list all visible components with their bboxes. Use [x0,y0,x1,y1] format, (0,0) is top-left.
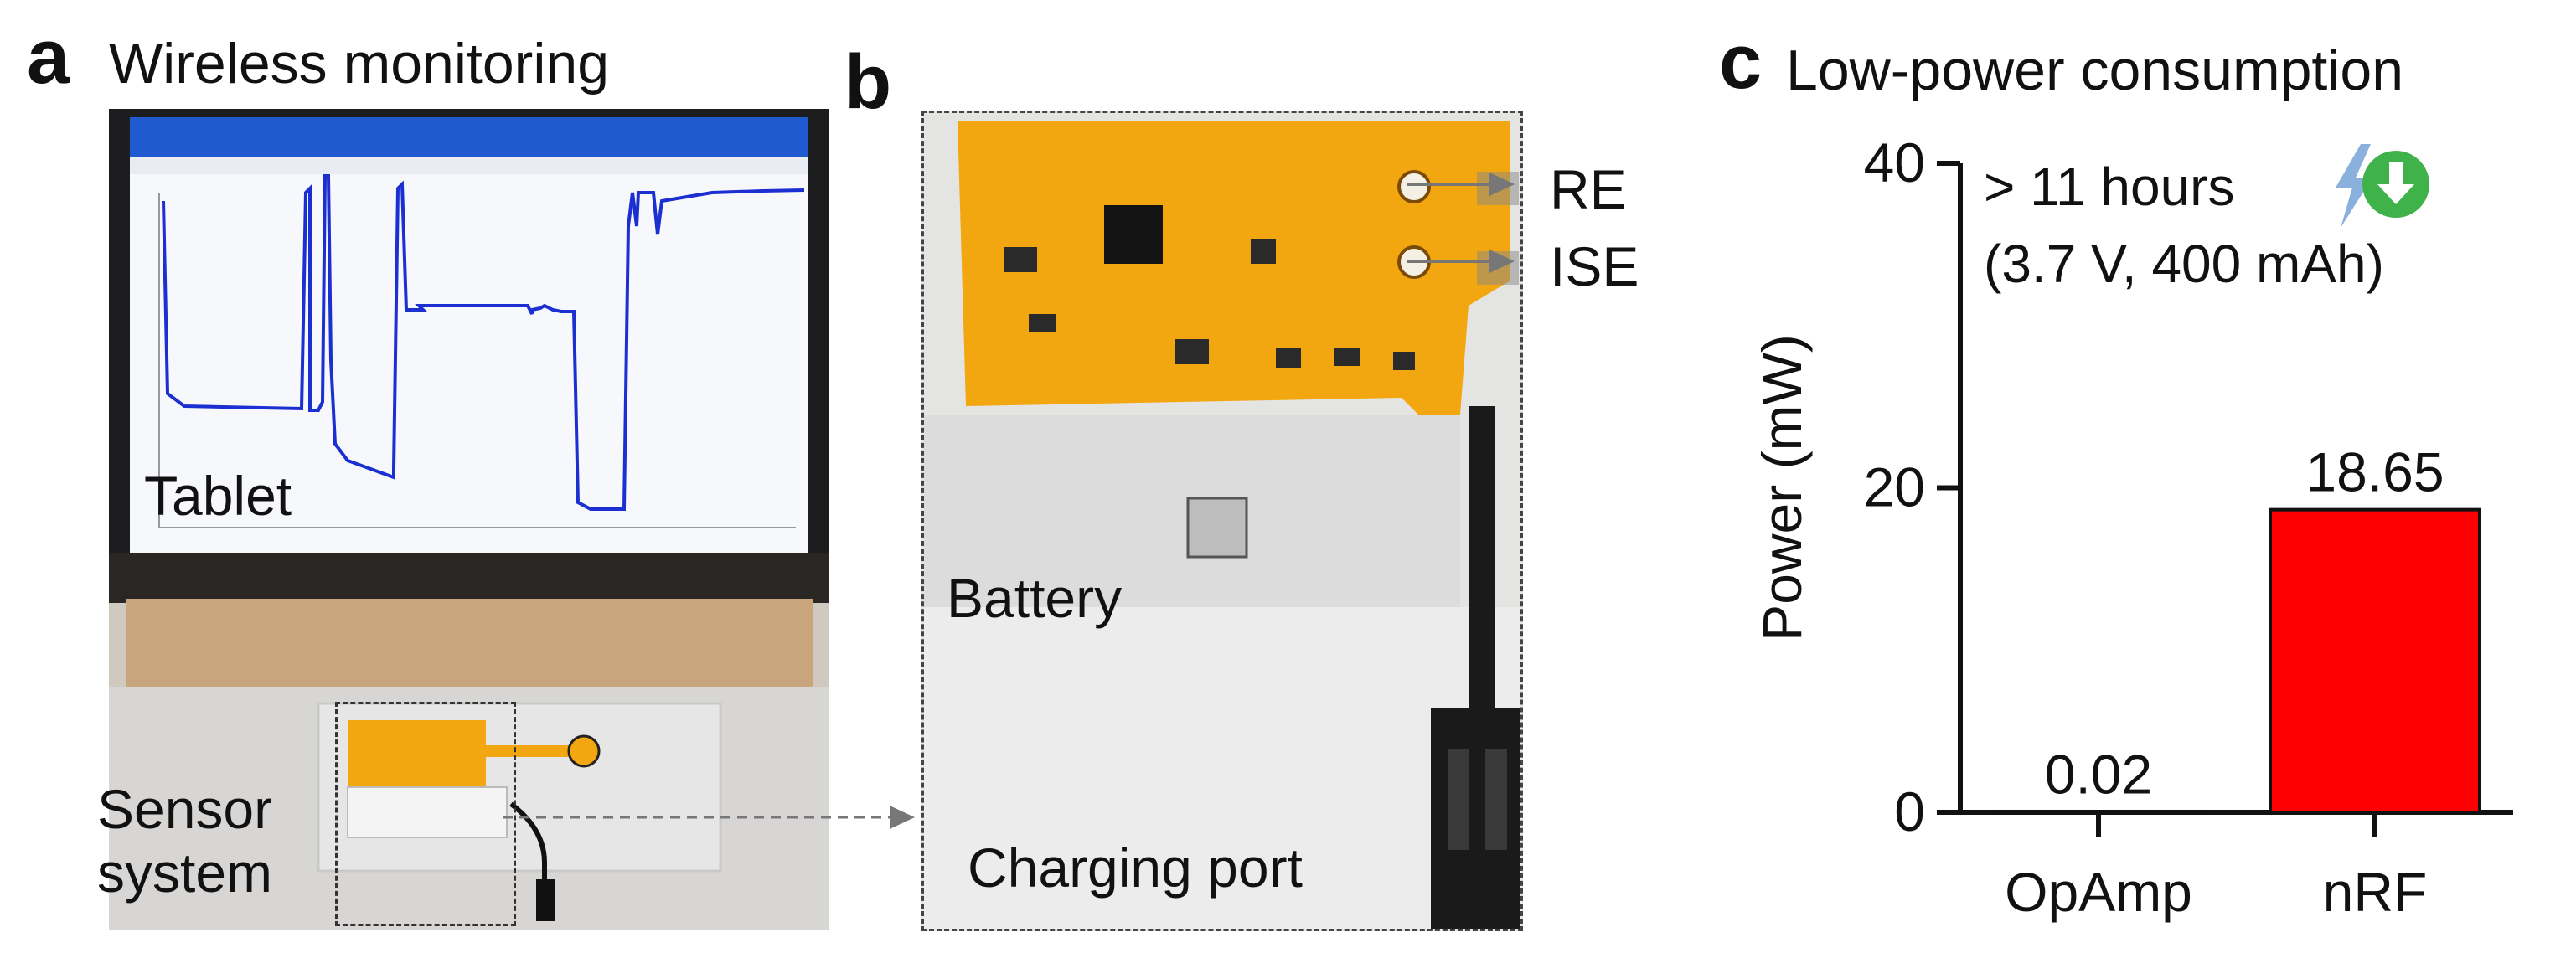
lightning-icon [2336,144,2372,228]
sensor-highlight-box [335,702,516,926]
panel-a-title: Wireless monitoring [109,32,610,95]
ise-label: ISE [1550,235,1639,297]
y-tick-label: 20 [1864,456,1925,518]
tablet-label: Tablet [144,465,292,527]
tablet-photo-image [109,109,829,930]
sensor-closeup-image [924,113,1520,929]
panel-c-title: Low-power consumption [1786,39,2404,102]
bar-nrf [2269,507,2481,814]
sensor-label-line1: Sensor [97,778,273,840]
panel-a-letter: a [27,14,70,100]
zoom-arrow [503,806,915,829]
y-tick-label: 0 [1894,780,1925,842]
charging-port-label: Charging port [968,837,1303,899]
panel-c-letter: c [1719,19,1763,105]
battery-spec-annotation: (3.7 V, 400 mAh) [1984,234,2384,294]
re-label: RE [1550,158,1627,220]
x-tick-label: OpAmp [2005,861,2192,923]
tablet-photo [109,109,829,930]
x-tick-label: nRF [2323,861,2428,923]
battery-label: Battery [947,567,1123,629]
sensor-closeup-photo [921,111,1523,931]
y-axis-label: Power (mW) [1751,334,1813,641]
y-tick-label: 40 [1864,131,1925,193]
download-arrow-icon [2362,151,2429,218]
bar-value-label: 0.02 [2045,744,2152,806]
battery-life-annotation: > 11 hours [1984,157,2235,217]
panel-b-letter: b [844,39,892,125]
bar-value-label: 18.65 [2305,441,2444,503]
sensor-label-line2: system [97,842,273,904]
electrode-pointers [1407,173,1515,273]
